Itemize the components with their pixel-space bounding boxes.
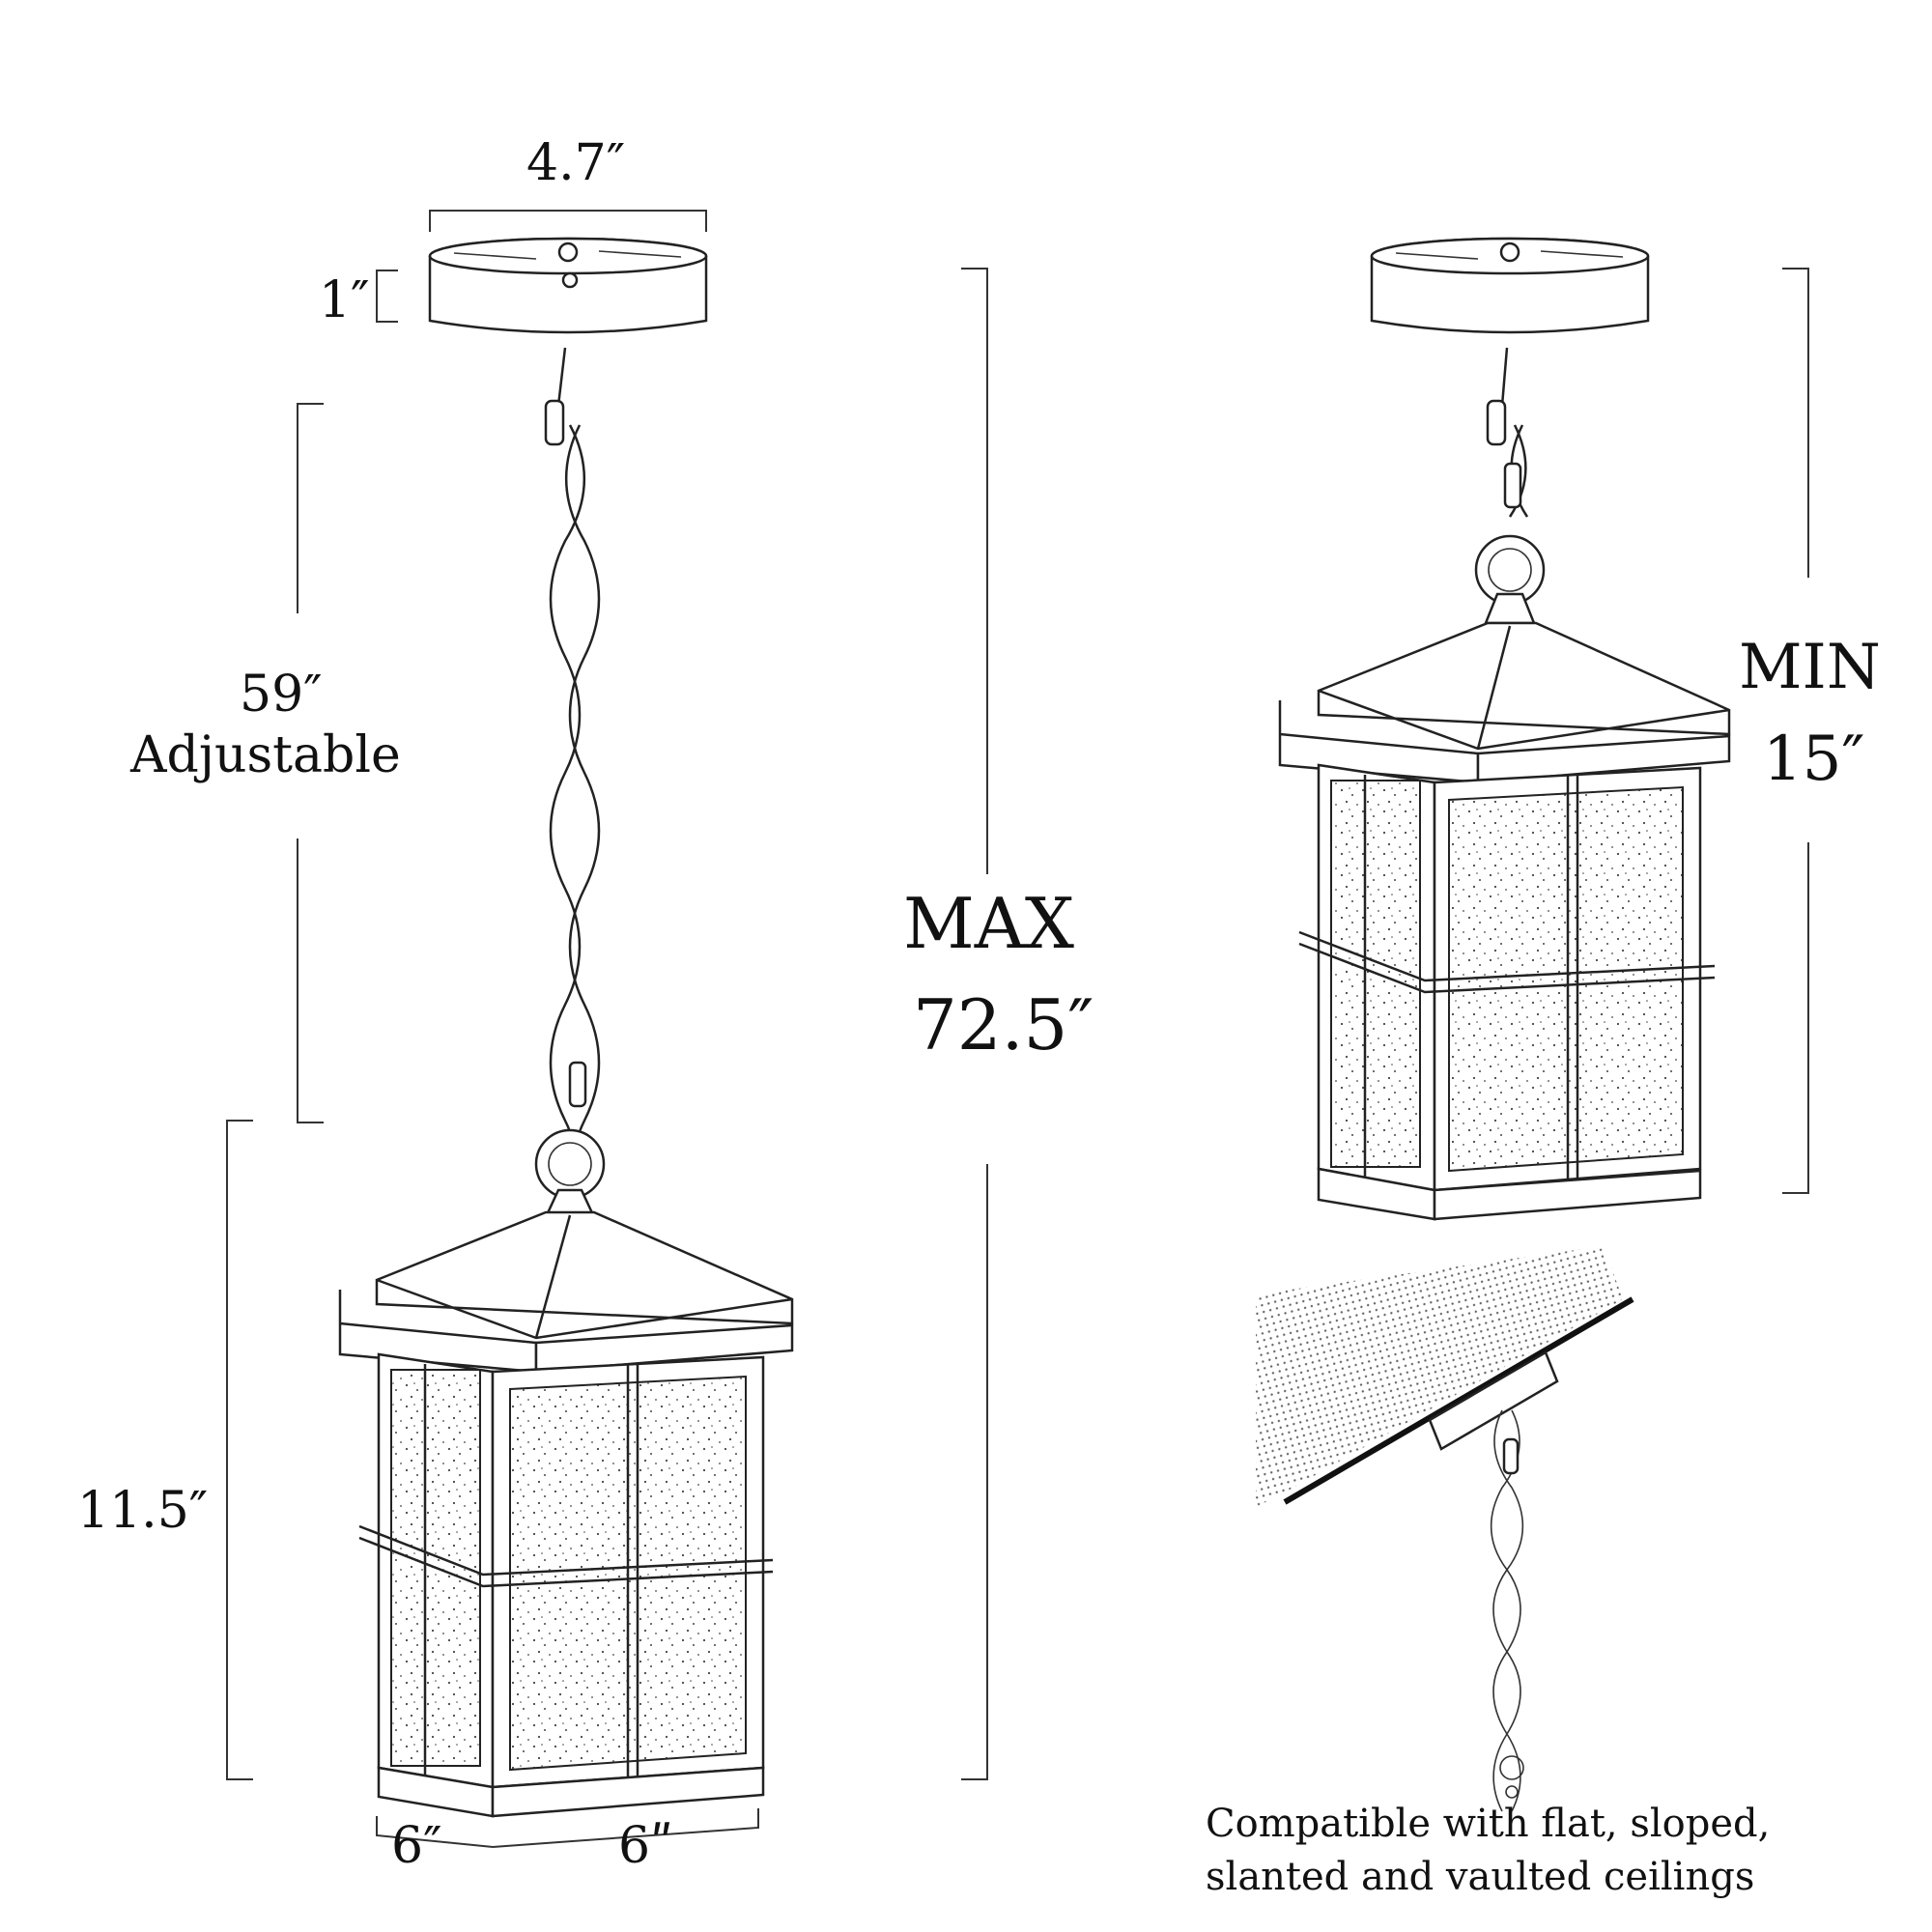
min-fixture-drawing — [1278, 237, 1731, 1221]
min-value-label: 15″ — [1763, 724, 1865, 795]
main-fixture-drawing — [338, 237, 794, 1818]
max-label: MAX — [903, 883, 1074, 964]
compatibility-note-line-1: Compatible with flat, sloped, — [1206, 1802, 1771, 1846]
chain-adjustable-label: Adjustable — [130, 726, 401, 784]
canopy — [428, 237, 708, 334]
canopy-width-label: 4.7″ — [526, 134, 626, 192]
compatibility-note-line-2: slanted and vaulted ceilings — [1206, 1855, 1755, 1899]
canopy-height-label: 1″ — [319, 271, 370, 329]
min-label: MIN — [1739, 632, 1881, 703]
base-width-left-label: 6″ — [391, 1817, 442, 1875]
chain — [534, 347, 606, 1200]
chain-length-label: 59″ — [240, 666, 323, 724]
dimension-lines — [226, 210, 1809, 1848]
base-width-right-label: 6ʺ — [618, 1817, 674, 1875]
max-value-label: 72.5″ — [913, 984, 1094, 1065]
sloped-ceiling-drawing — [1256, 1246, 1634, 1812]
lantern — [338, 1188, 794, 1818]
lantern-height-label: 11.5″ — [77, 1482, 209, 1540]
